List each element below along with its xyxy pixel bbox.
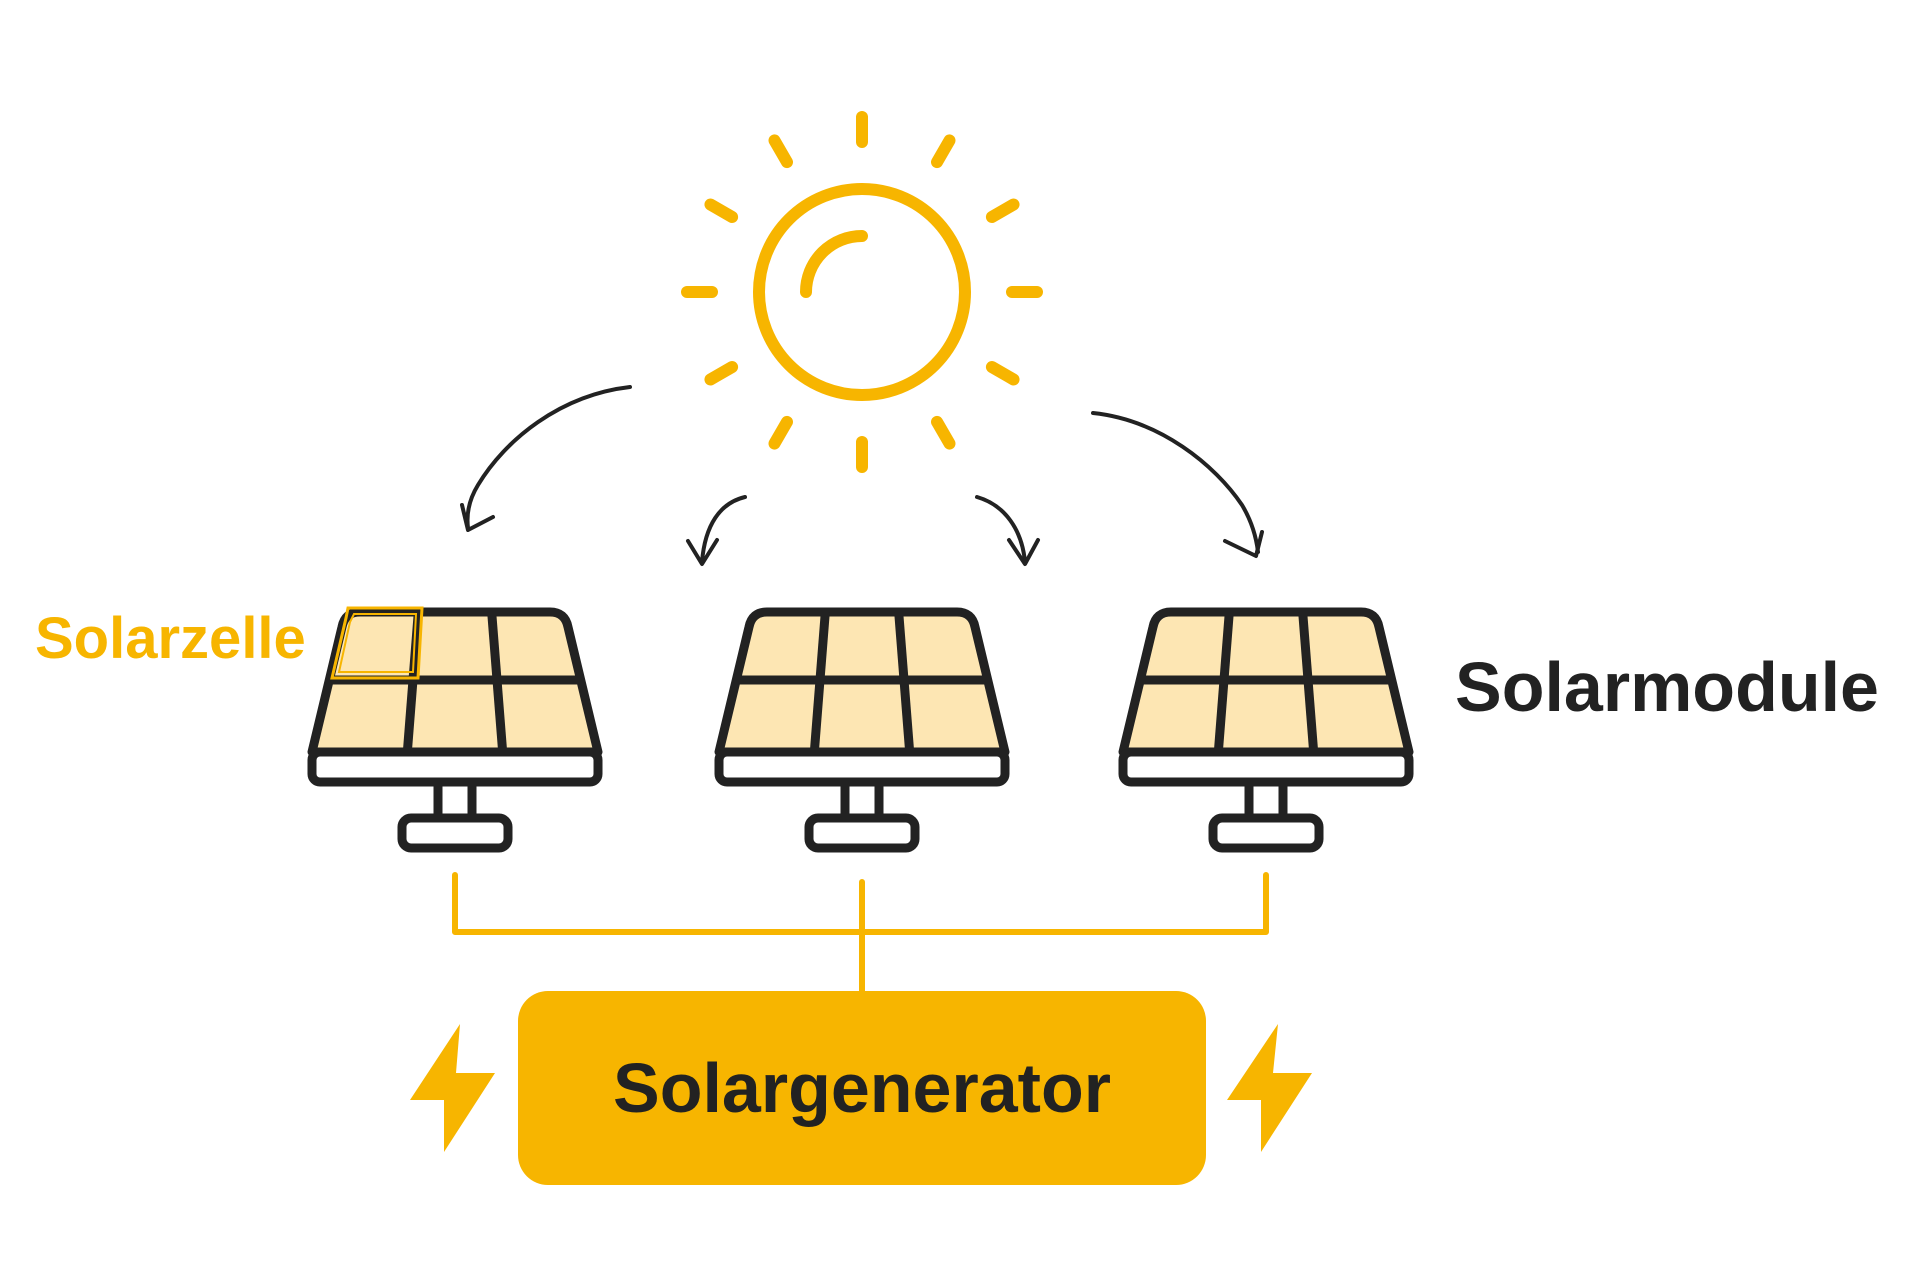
solar-modules bbox=[307, 607, 1414, 853]
solar-modules-label: Solarmodule bbox=[1455, 648, 1879, 726]
panel-divider bbox=[894, 611, 915, 753]
sun-ray bbox=[704, 198, 739, 223]
sun-ray bbox=[768, 134, 793, 169]
panel-divider bbox=[487, 611, 508, 753]
panel-stand bbox=[1244, 786, 1288, 823]
panel-stand bbox=[840, 786, 884, 823]
curved-arrow-icon bbox=[686, 495, 747, 566]
panel-foot bbox=[1208, 813, 1324, 853]
sun-icon bbox=[681, 111, 1043, 473]
panel-stand bbox=[433, 786, 477, 823]
curved-arrow-icon bbox=[975, 495, 1040, 566]
sun-rays bbox=[681, 111, 1043, 473]
sun-shine bbox=[800, 230, 868, 298]
lightning-bolt-icon bbox=[410, 1024, 495, 1152]
curved-arrow-icon bbox=[1091, 411, 1264, 558]
solar-panel-icon bbox=[1118, 607, 1414, 853]
panel-foot bbox=[397, 813, 513, 853]
sun-ray bbox=[931, 415, 956, 450]
panel-divider bbox=[1298, 611, 1319, 753]
panel-frame bbox=[1118, 747, 1414, 787]
panel-divider bbox=[1213, 611, 1234, 753]
solar-cell-label: Solarzelle bbox=[35, 606, 306, 671]
lightning-bolt-icon bbox=[1227, 1024, 1312, 1152]
panel-divider bbox=[809, 611, 830, 753]
panel-divider bbox=[402, 611, 423, 753]
panel-foot bbox=[804, 813, 920, 853]
panel-frame bbox=[307, 747, 603, 787]
solar-cell-highlight-inner bbox=[337, 613, 418, 673]
panel-frame bbox=[714, 747, 1010, 787]
sun-ray bbox=[985, 198, 1020, 223]
solar-panel-icon bbox=[307, 607, 603, 853]
curved-arrow-icon bbox=[460, 385, 632, 532]
solar-generator-box: Solargenerator bbox=[518, 991, 1206, 1185]
arrows bbox=[460, 385, 1264, 566]
sun-disc bbox=[753, 183, 971, 401]
wiring bbox=[452, 872, 1269, 994]
sun-ray bbox=[985, 361, 1020, 386]
sun-ray bbox=[704, 361, 739, 386]
sun-ray bbox=[931, 134, 956, 169]
solar-panel-icon bbox=[714, 607, 1010, 853]
sun-ray bbox=[768, 415, 793, 450]
solar-cell-highlight bbox=[330, 606, 424, 680]
solar-generator-label: Solargenerator bbox=[613, 1049, 1111, 1127]
